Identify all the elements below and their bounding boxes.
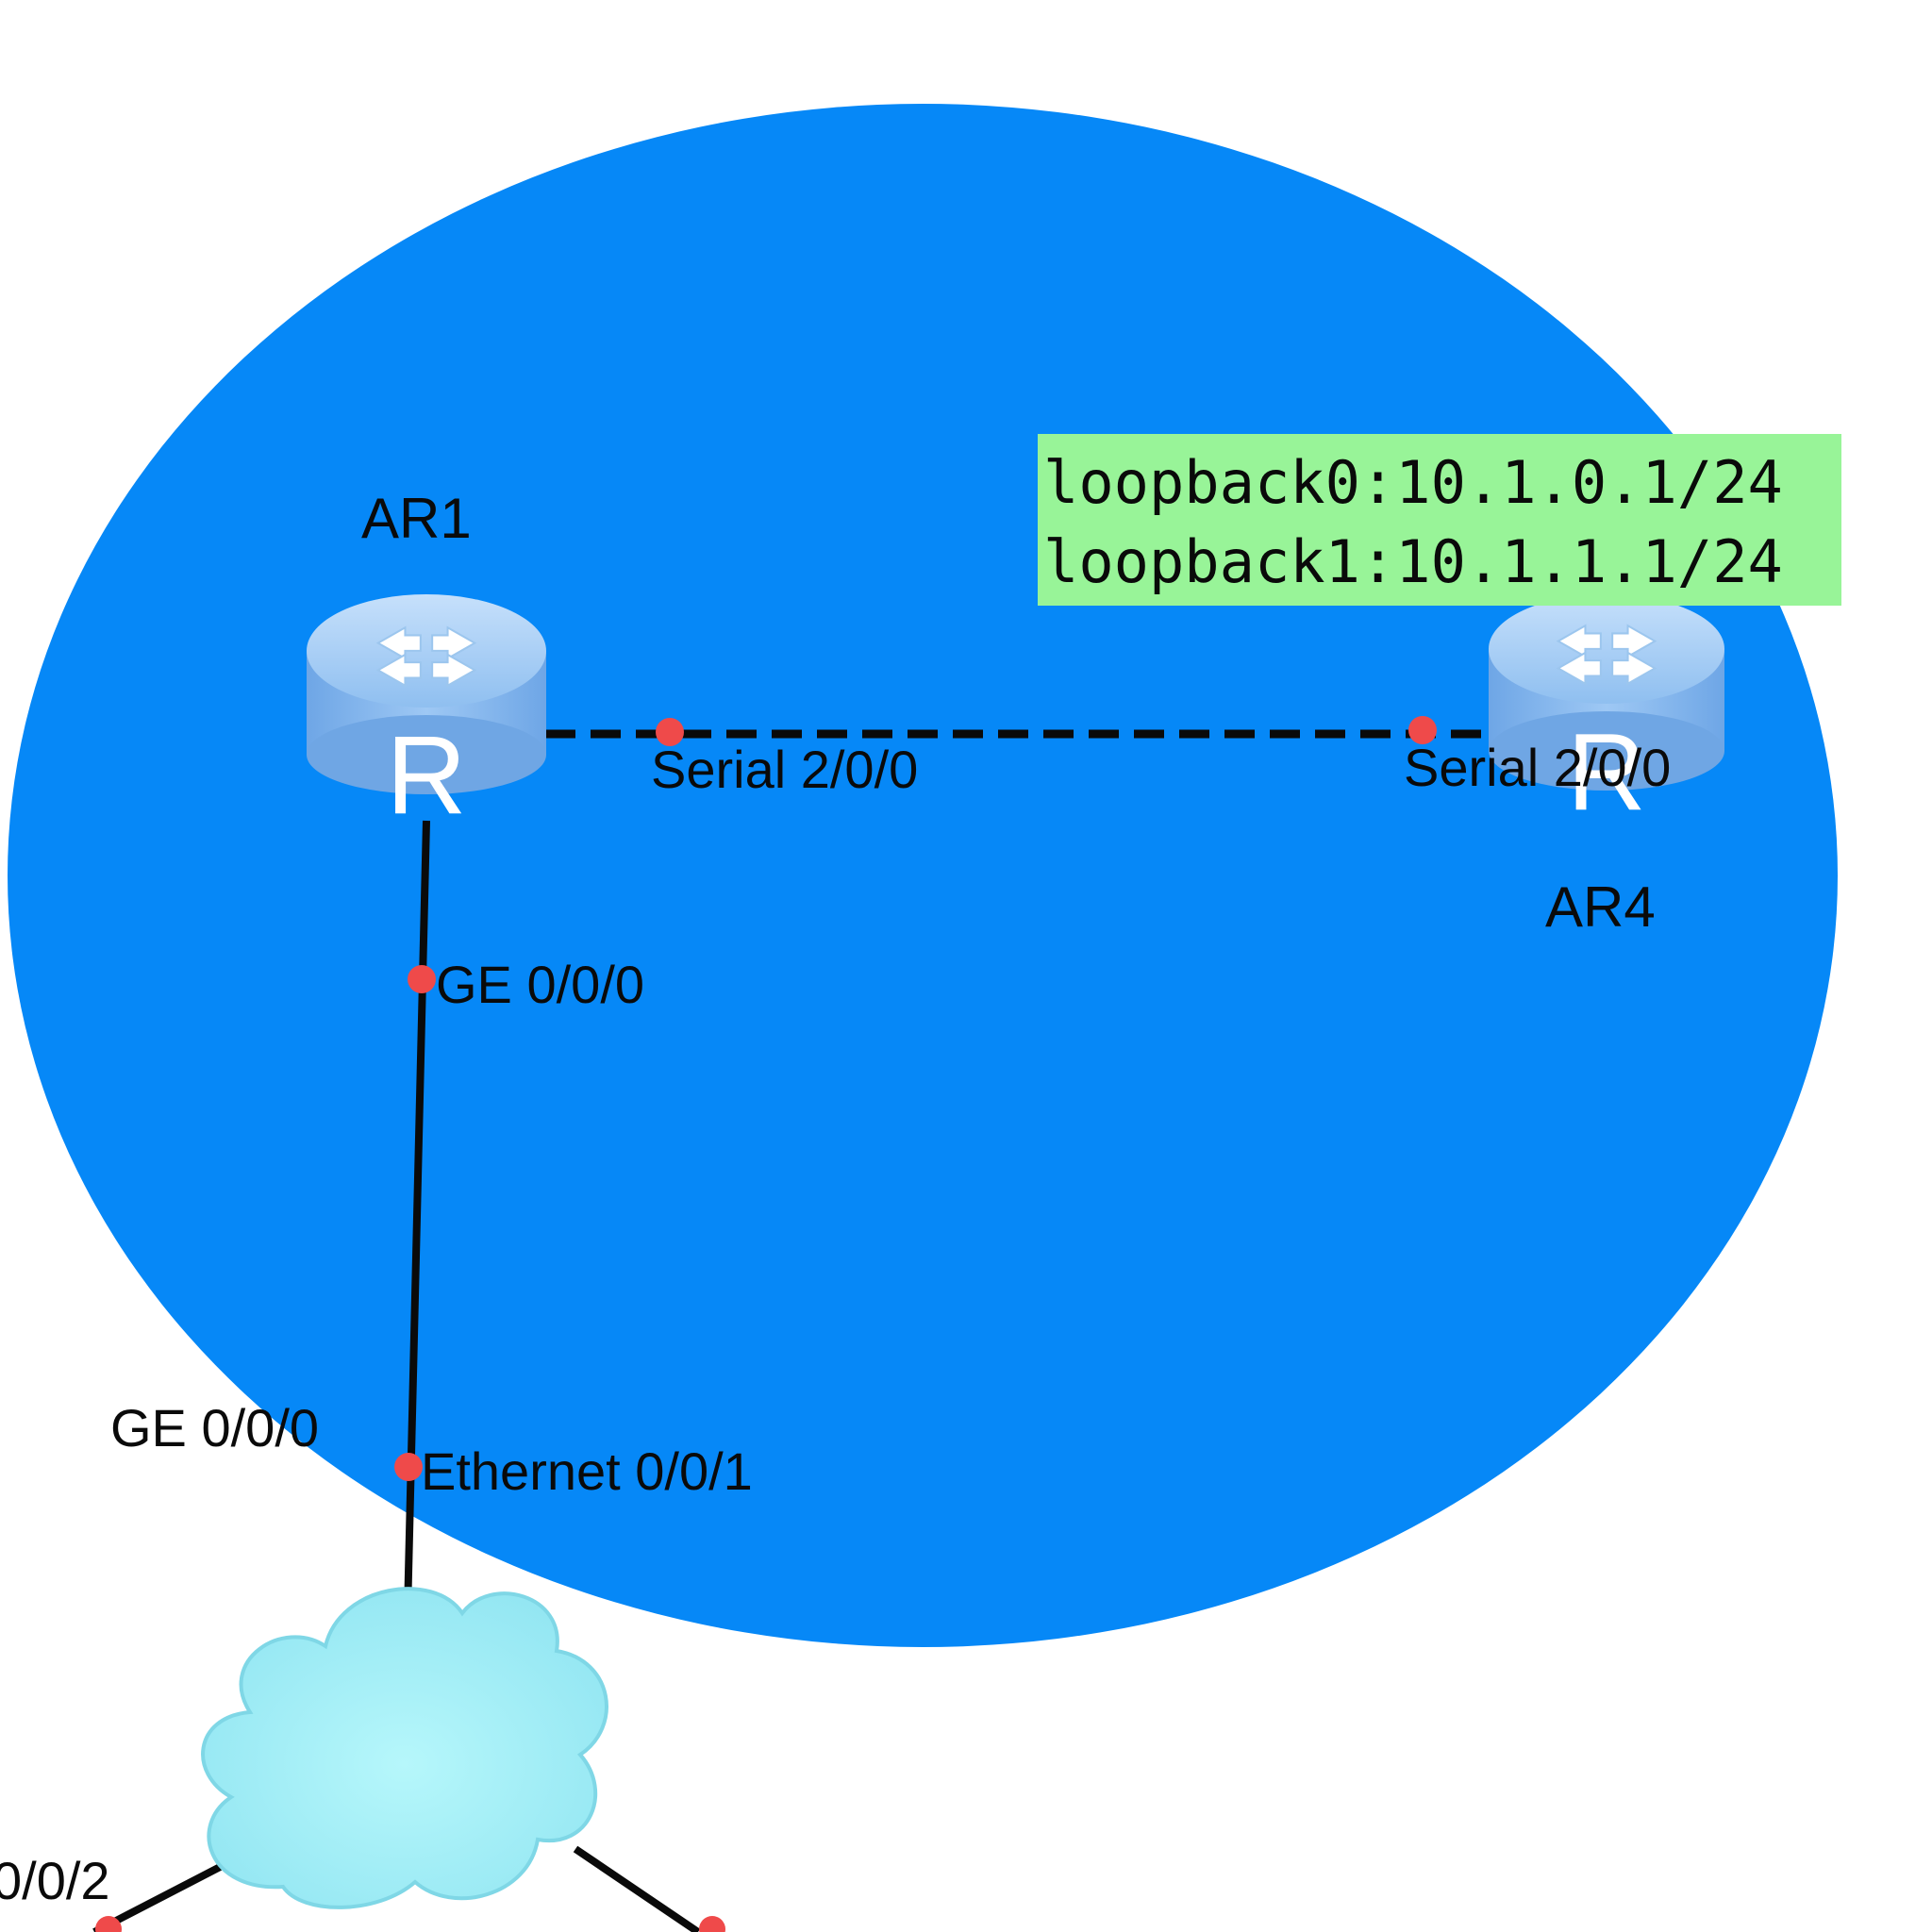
port-label-ar4-serial: Serial 2/0/0 [1404,738,1672,797]
router-label-ar1: AR1 [361,487,472,550]
router-label-ar4: AR4 [1545,875,1656,939]
port-label-ar1-serial: Serial 2/0/0 [651,740,919,799]
port-label-cloud-left-end: 0/0/2 [0,1851,110,1910]
cloud-node[interactable] [201,1587,608,1909]
svg-text:R: R [1567,710,1646,833]
port-dot[interactable] [394,1453,423,1481]
port-dot[interactable] [656,718,684,746]
svg-text:R: R [386,713,466,838]
loopback0-address: loopback0:10.1.0.1/24 [1043,448,1783,517]
router-ar4[interactable]: R [1489,594,1724,833]
cloud-right-link[interactable] [573,1845,701,1932]
ge-link[interactable] [404,820,430,1614]
router-icon: R [1489,594,1724,833]
port-label-cloud-ethernet: Ethernet 0/0/1 [421,1441,753,1501]
port-dot[interactable] [1408,716,1437,744]
router-icon: R [307,594,546,838]
port-label-cloud-side-ge: GE 0/0/0 [110,1398,320,1457]
cloud-icon [201,1587,608,1909]
loopback-info-box: loopback0:10.1.0.1/24 loopback1:10.1.1.1… [1038,434,1841,606]
port-label-ar1-ge: GE 0/0/0 [436,955,645,1014]
router-ar1[interactable]: R [307,594,546,838]
port-dot[interactable] [95,1916,122,1932]
port-dot[interactable] [408,965,436,993]
loopback1-address: loopback1:10.1.1.1/24 [1043,527,1783,596]
port-dot[interactable] [699,1916,725,1932]
